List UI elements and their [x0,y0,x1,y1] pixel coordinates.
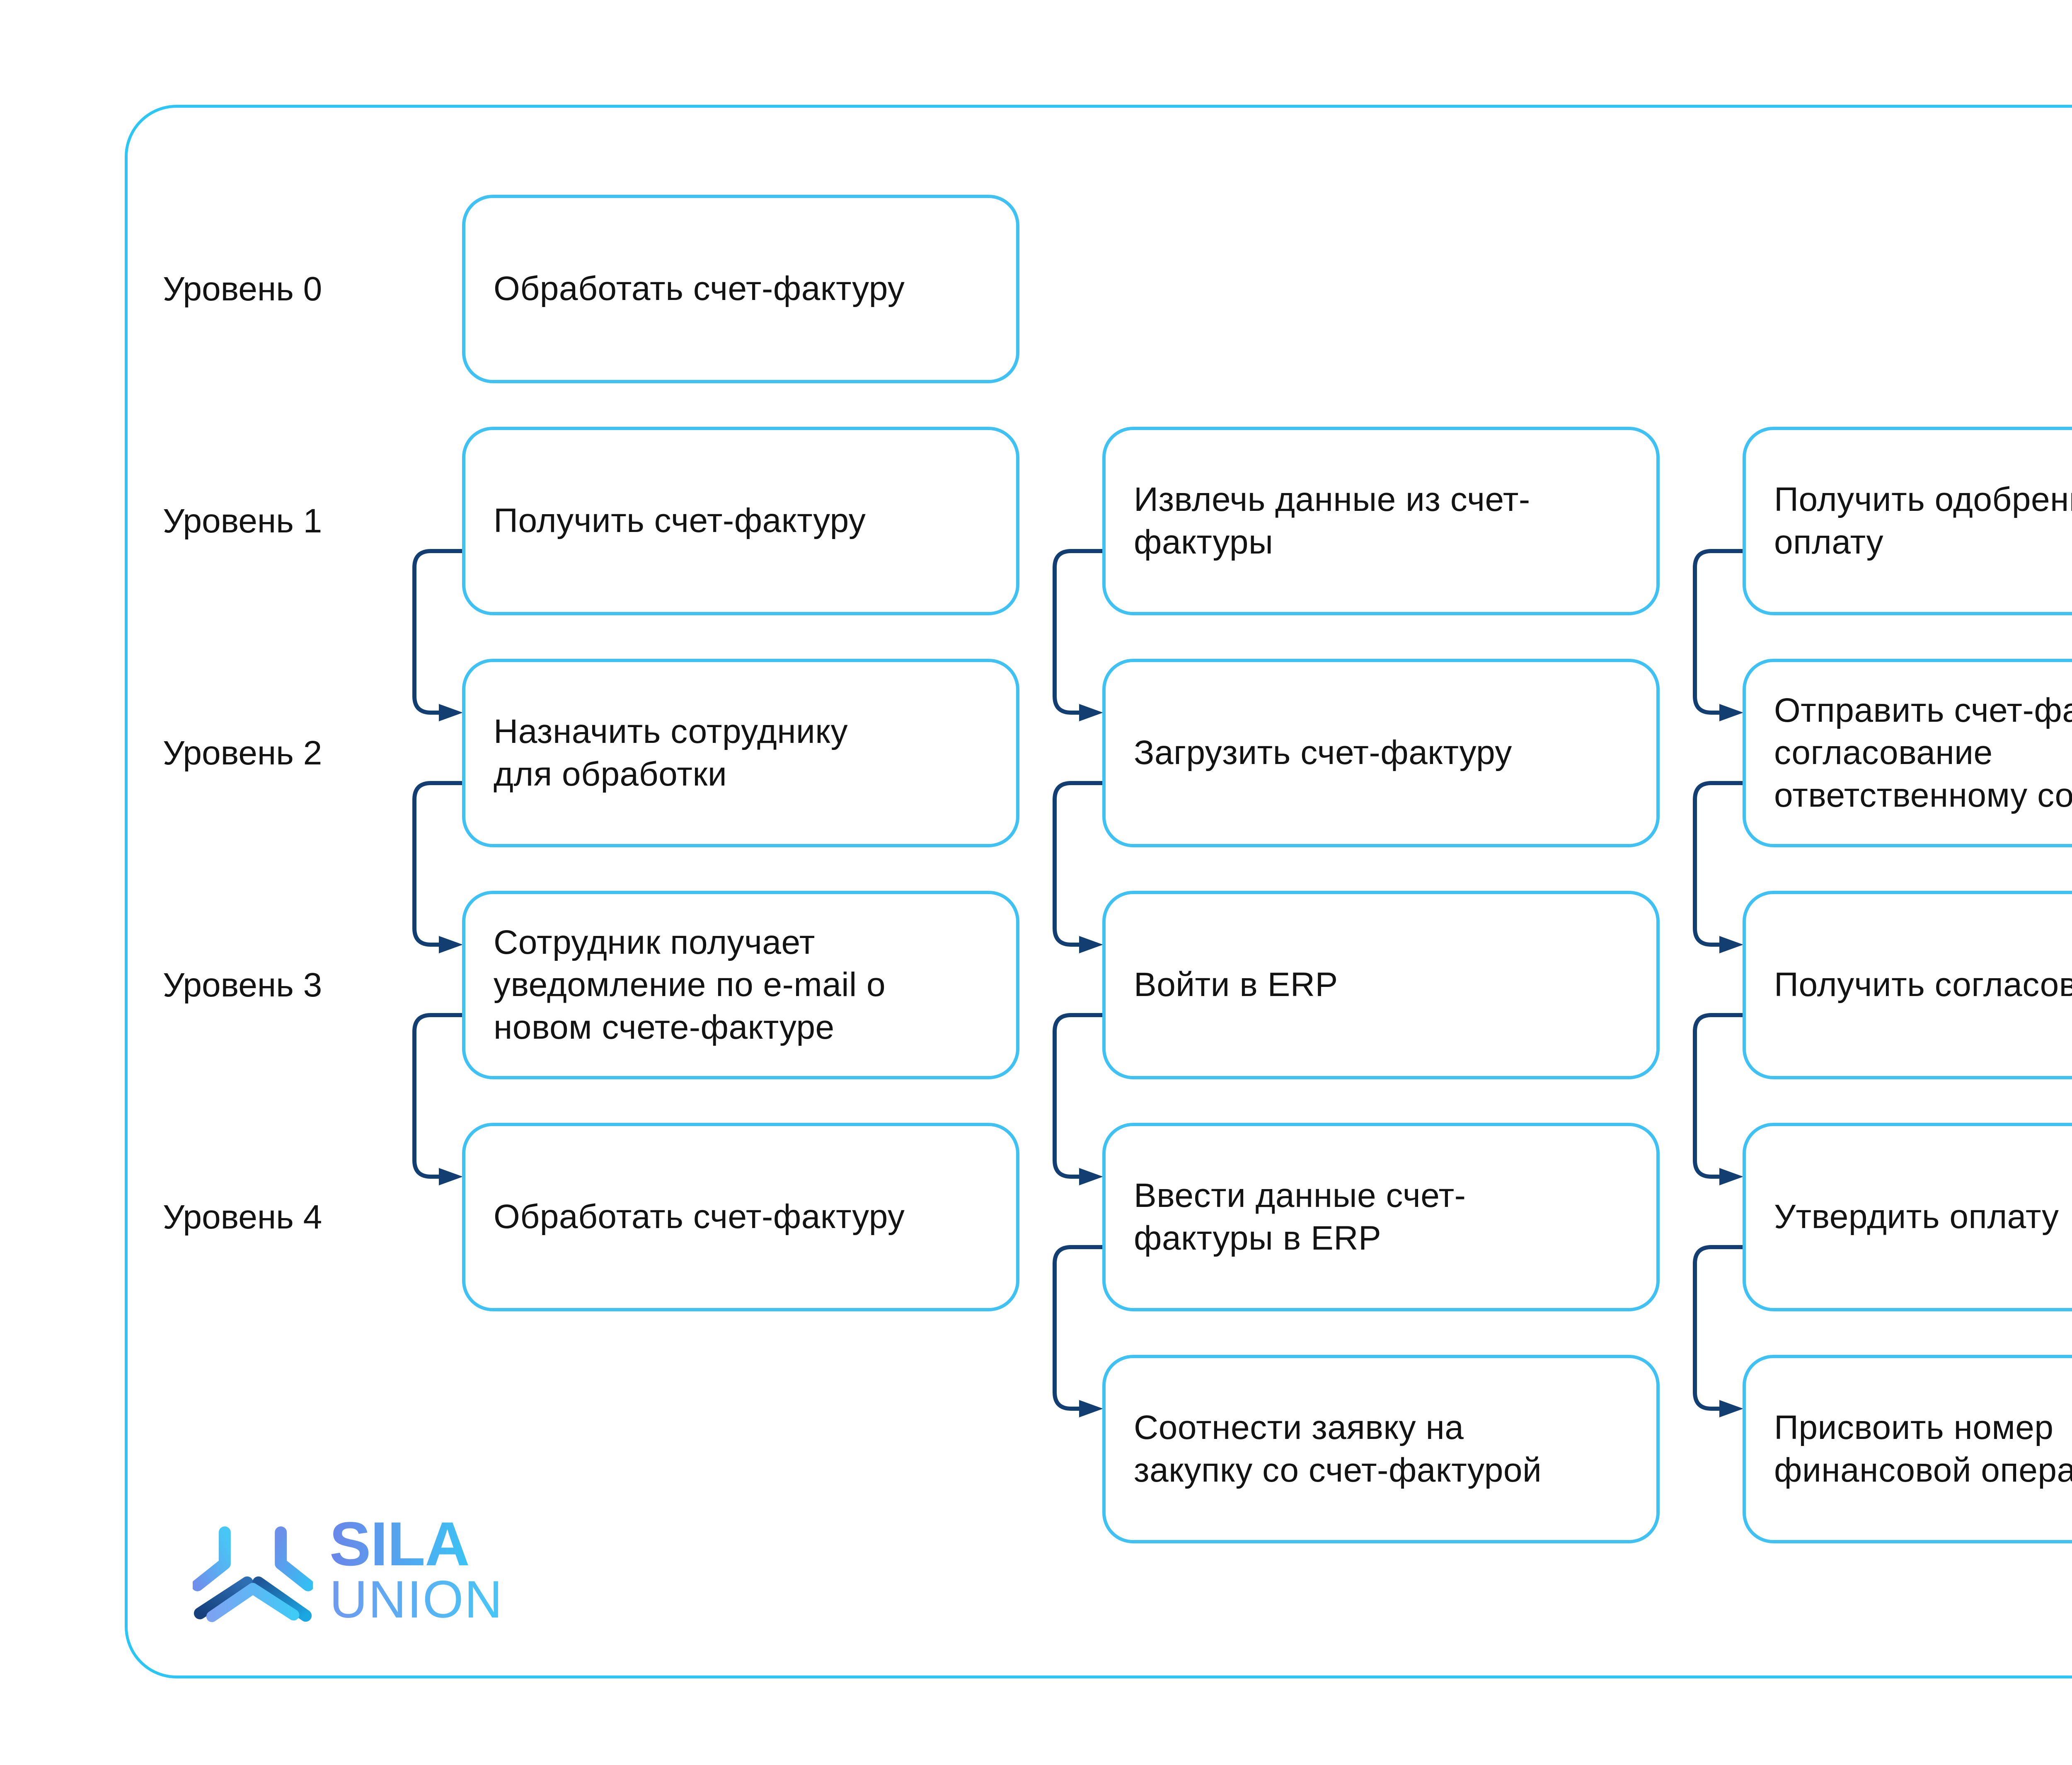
sila-union-logo-icon [193,1514,313,1622]
level-label-4: Уровень 4 [163,1198,322,1236]
process-box-column-2-row1[interactable]: Извлечь данные из счет- фактуры [1102,427,1660,615]
process-box-label: Получить согласование [1774,966,2072,1004]
sila-union-logo: SILA UNION [193,1510,586,1647]
process-box-column-1-row2[interactable]: Назначить сотруднику для обработки [462,659,1019,847]
level-label-3: Уровень 3 [163,966,322,1004]
process-box-column-1-row1[interactable]: Получить счет-фактуру [462,427,1019,615]
process-box-label: Соотнести заявку на закупку со счет-факт… [1134,1409,1542,1489]
process-box-label: Войти в ERP [1134,966,1338,1004]
logo-subtitle: UNION [329,1570,503,1629]
process-box-label: Утвердить оплату [1774,1198,2059,1236]
level-label-0: Уровень 0 [163,270,322,308]
diagram-container-frame [125,105,2072,1678]
process-box-column-3-row1[interactable]: Получить одобрение на оплату [1743,427,2072,615]
process-box-column-3-row5[interactable]: Присвоить номер финансовой операции [1743,1355,2072,1543]
process-box-column-1-row4[interactable]: Обработать счет-фактуру [462,1123,1019,1311]
process-box-label: Назначить сотруднику для обработки [494,713,848,793]
logo-title: SILA [329,1509,470,1579]
level-label-2: Уровень 2 [163,734,322,772]
process-box-column-2-row5[interactable]: Соотнести заявку на закупку со счет-факт… [1102,1355,1660,1543]
process-box-label: Загрузить счет-фактуру [1134,734,1512,772]
process-box-label: Отправить счет-фактуру на согласование о… [1774,691,2072,814]
process-box-label: Сотрудник получает уведомление по e-mail… [494,923,886,1046]
process-box-column-2-row2[interactable]: Загрузить счет-фактуру [1102,659,1660,847]
process-box-column-3-row3[interactable]: Получить согласование [1743,891,2072,1079]
process-box-label: Обработать счет-фактуру [494,270,905,308]
process-box-column-1-row3[interactable]: Сотрудник получает уведомление по e-mail… [462,891,1019,1079]
process-box-column-3-row2[interactable]: Отправить счет-фактуру на согласование о… [1743,659,2072,847]
process-box-label: Извлечь данные из счет- фактуры [1134,481,1530,561]
process-box-label: Получить одобрение на оплату [1774,481,2072,561]
process-box-column-2-row3[interactable]: Войти в ERP [1102,891,1660,1079]
process-box-column-2-row4[interactable]: Ввести данные счет- фактуры в ERP [1102,1123,1660,1311]
level-label-1: Уровень 1 [163,502,322,540]
process-box-column-3-row4[interactable]: Утвердить оплату [1743,1123,2072,1311]
process-box-label: Ввести данные счет- фактуры в ERP [1134,1177,1466,1257]
process-box-label: Обработать счет-фактуру [494,1198,905,1236]
process-box-label: Присвоить номер финансовой операции [1774,1409,2072,1489]
process-box-label: Получить счет-фактуру [494,502,866,540]
process-box-column-1-row0[interactable]: Обработать счет-фактуру [462,195,1019,383]
